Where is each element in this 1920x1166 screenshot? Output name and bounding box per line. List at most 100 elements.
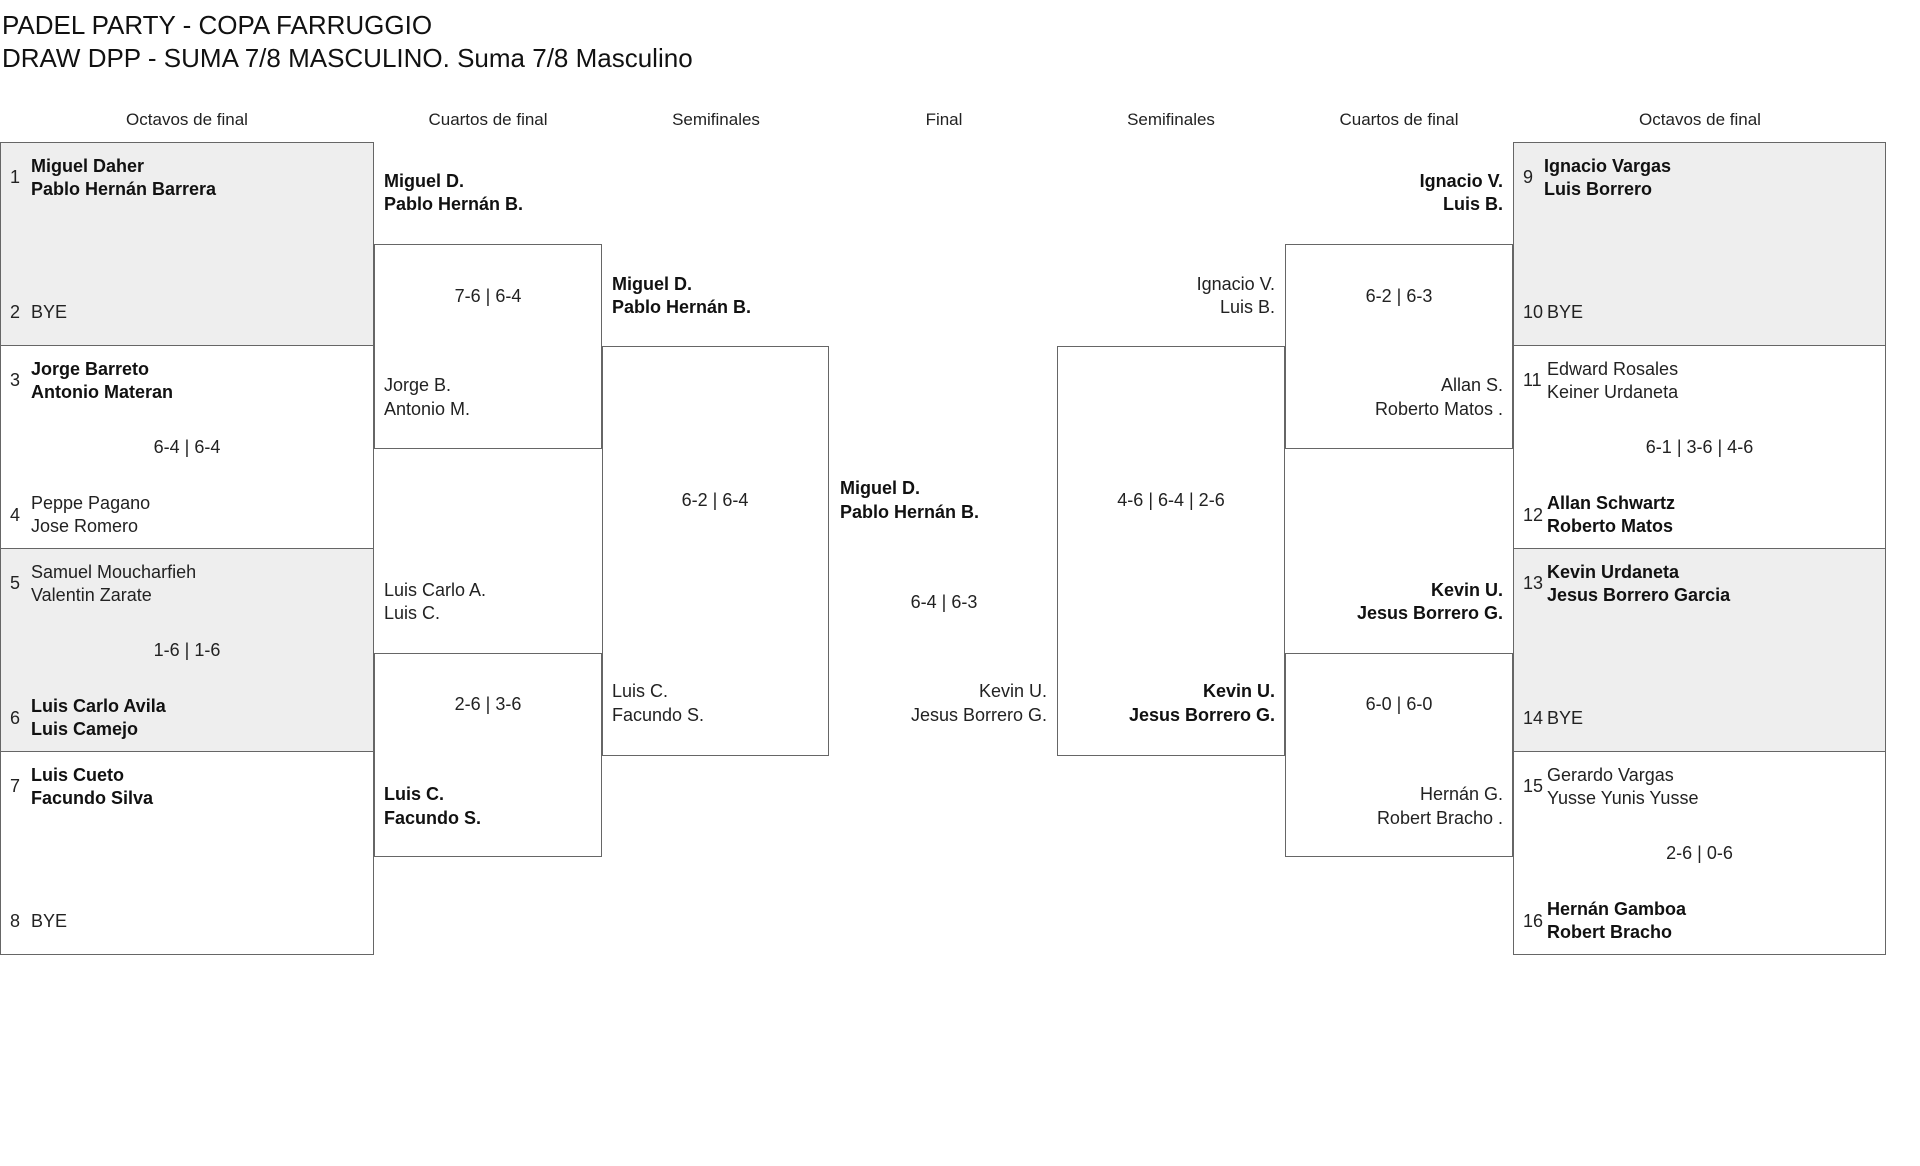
player-name[interactable]: Luis B. <box>1442 194 1503 214</box>
match-score: 2-6 | 3-6 <box>454 694 522 714</box>
team-seed: 5 <box>10 573 21 593</box>
player-name[interactable]: Miguel D. <box>840 478 920 498</box>
header-left-semis: Semifinales <box>672 110 760 129</box>
player-name[interactable]: Facundo Silva <box>31 788 154 808</box>
player-name[interactable]: Pablo Hernán B. <box>612 297 752 317</box>
match-score: 2-6 | 0-6 <box>1666 843 1733 863</box>
match-score: 1-6 | 1-6 <box>153 640 221 660</box>
match-score: 6-2 | 6-4 <box>681 490 749 510</box>
player-name[interactable]: Luis C. <box>384 784 445 804</box>
player-name[interactable]: Miguel Daher <box>31 156 145 176</box>
match-score: 4-6 | 6-4 | 2-6 <box>1117 490 1225 510</box>
player-name[interactable]: Jose Romero <box>31 516 139 536</box>
match-score: 6-2 | 6-3 <box>1365 286 1433 306</box>
player-name[interactable]: Allan Schwartz <box>1547 493 1676 513</box>
player-name[interactable]: Luis C. <box>384 603 441 623</box>
player-name[interactable]: BYE <box>1547 708 1584 728</box>
player-name[interactable]: Samuel Moucharfieh <box>31 562 197 582</box>
player-name[interactable]: BYE <box>31 302 68 322</box>
player-name[interactable]: BYE <box>31 911 68 931</box>
player-name[interactable]: Jesus Borrero Garcia <box>1547 585 1731 605</box>
team-seed: 11 <box>1523 370 1542 390</box>
player-name[interactable]: Facundo S. <box>612 705 705 725</box>
draw-title: DRAW DPP - SUMA 7/8 MASCULINO. Suma 7/8 … <box>2 43 693 73</box>
player-name[interactable]: Facundo S. <box>384 808 482 828</box>
team-seed: 13 <box>1523 573 1544 593</box>
player-name[interactable]: Ignacio V. <box>1196 274 1275 294</box>
player-name[interactable]: Luis C. <box>612 681 669 701</box>
connector-box <box>1285 653 1513 857</box>
player-name[interactable]: Kevin U. <box>1430 580 1503 600</box>
player-name[interactable]: Jorge B. <box>384 375 452 395</box>
player-name[interactable]: Kevin Urdaneta <box>1547 562 1680 582</box>
team-seed: 7 <box>10 776 21 796</box>
player-name[interactable]: Kevin U. <box>1202 681 1275 701</box>
player-name[interactable]: Jesus Borrero G. <box>1356 603 1503 623</box>
player-name[interactable]: Keiner Urdaneta <box>1547 382 1679 402</box>
connector-box <box>374 653 602 857</box>
player-name[interactable]: Jesus Borrero G. <box>1128 705 1275 725</box>
header-right-semis: Semifinales <box>1127 110 1215 129</box>
match-score: 6-4 | 6-3 <box>910 592 978 612</box>
player-name[interactable]: Jorge Barreto <box>31 359 150 379</box>
player-name[interactable]: Jesus Borrero G. <box>910 705 1047 725</box>
team-seed: 16 <box>1523 911 1544 931</box>
connector-box <box>1285 244 1513 449</box>
player-name[interactable]: Hernán G. <box>1419 784 1503 804</box>
tournament-title: PADEL PARTY - COPA FARRUGGIO <box>2 10 433 40</box>
header-right-cuartos: Cuartos de final <box>1339 110 1459 129</box>
player-name[interactable]: Miguel D. <box>612 274 692 294</box>
player-name[interactable]: Robert Bracho <box>1547 922 1673 942</box>
player-name[interactable]: Valentin Zarate <box>31 585 152 605</box>
player-name[interactable]: Miguel D. <box>384 171 464 191</box>
team-seed: 4 <box>10 505 21 525</box>
connector-box <box>602 346 829 756</box>
team-seed: 15 <box>1523 776 1544 796</box>
match-score: 6-1 | 3-6 | 4-6 <box>1645 437 1754 457</box>
player-name[interactable]: Kevin U. <box>978 681 1047 701</box>
header-left-octavos: Octavos de final <box>126 110 248 129</box>
player-name[interactable]: BYE <box>1547 302 1584 322</box>
player-name[interactable]: Hernán Gamboa <box>1547 899 1687 919</box>
player-name[interactable]: Antonio Materan <box>31 382 173 402</box>
player-name[interactable]: Luis Cueto <box>31 765 124 785</box>
player-name[interactable]: Yusse Yunis Yusse <box>1547 788 1699 808</box>
player-name[interactable]: Luis B. <box>1219 297 1275 317</box>
player-name[interactable]: Roberto Matos <box>1547 516 1673 536</box>
team-seed: 12 <box>1523 505 1544 525</box>
player-name[interactable]: Robert Bracho . <box>1376 808 1503 828</box>
player-name[interactable]: Antonio M. <box>384 399 471 419</box>
player-name[interactable]: Peppe Pagano <box>31 493 151 513</box>
match-score: 6-4 | 6-4 <box>153 437 221 457</box>
player-name[interactable]: Pablo Hernán Barrera <box>31 179 217 199</box>
player-name[interactable]: Pablo Hernán B. <box>384 194 524 214</box>
player-name[interactable]: Ignacio V. <box>1419 171 1503 191</box>
team-seed: 10 <box>1523 302 1544 322</box>
player-name[interactable]: Roberto Matos . <box>1374 399 1503 419</box>
player-name[interactable]: Pablo Hernán B. <box>840 502 980 522</box>
player-name[interactable]: Ignacio Vargas <box>1544 156 1672 176</box>
header-final: Final <box>925 110 963 129</box>
match-score: 7-6 | 6-4 <box>454 286 522 306</box>
connector-box <box>374 244 602 449</box>
player-name[interactable]: Gerardo Vargas <box>1547 765 1674 785</box>
player-name[interactable]: Luis Carlo Avila <box>31 696 166 716</box>
player-name[interactable]: Edward Rosales <box>1547 359 1679 379</box>
team-seed: 1 <box>10 167 21 187</box>
player-name[interactable]: Allan S. <box>1440 375 1503 395</box>
player-name[interactable]: Luis Carlo A. <box>384 580 487 600</box>
header-right-octavos: Octavos de final <box>1639 110 1761 129</box>
player-name[interactable]: Luis Camejo <box>31 719 139 739</box>
match-score: 6-0 | 6-0 <box>1365 694 1433 714</box>
team-seed: 6 <box>10 708 21 728</box>
player-name[interactable]: Luis Borrero <box>1544 179 1653 199</box>
connector-box <box>1057 346 1285 756</box>
